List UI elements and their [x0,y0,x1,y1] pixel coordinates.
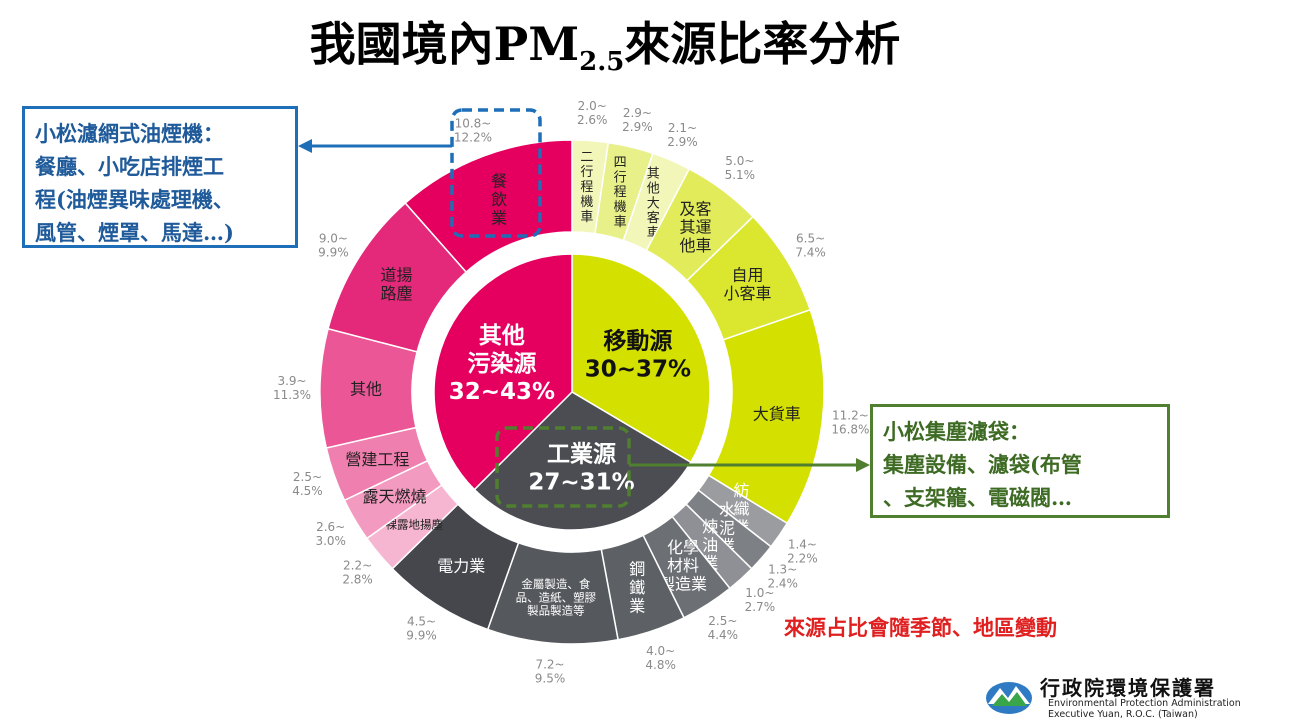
seasonal-note: 來源占比會隨季節、地區變動 [784,615,1057,640]
outer-slice-label: 自用小客車 [724,266,772,303]
outer-slice-label: 裸露地揚塵 [386,518,444,532]
callout-line: 小松集塵濾袋： [883,419,1030,444]
outer-slice-label: 道揚路塵 [380,266,412,303]
callout-line: 、支架籠、電磁閥… [883,485,1072,510]
logo-name-en-2: Executive Yuan, R.O.C. (Taiwan) [1048,709,1198,720]
callout-line: 風管、煙罩、馬達…) [35,220,234,245]
outer-slice-label: 四行程機車 [614,155,627,230]
callout-line: 餐廳、小吃店排煙工 [35,154,224,179]
callout-line: 集塵設備、濾袋(布管 [883,452,1082,477]
outer-slice-range: 2.9~2.9% [622,106,653,134]
outer-slice-label: 大貨車 [753,405,801,424]
outer-slice-range: 2.6~3.0% [315,520,346,548]
logo-name-en: Environmental Protection Administration [1048,698,1241,709]
outer-slice-range: 2.0~2.6% [577,99,608,127]
outer-slice-label: 電力業 [437,556,485,575]
inner-slice [571,253,711,464]
outer-slice-range: 5.0~5.1% [725,154,756,182]
outer-slice-label: 其他 [350,380,382,399]
left-arrowhead-icon [298,139,312,153]
outer-slice-label: 營建工程 [345,450,409,469]
callout-dust-collection: 小松集塵濾袋： 集塵設備、濾袋(布管 、支架籠、電磁閥… [870,404,1170,518]
outer-slice-range: 4.5~9.9% [406,614,437,642]
outer-slice-label: 餐飲業 [491,172,507,228]
outer-slice-range: 2.1~2.9% [667,121,698,149]
epa-emblem-icon [986,682,1032,714]
outer-slice-range: 10.8~12.2% [454,116,492,144]
inner-slice [473,391,692,531]
outer-slice-range: 11.2~16.8% [831,408,869,436]
outer-slice-range: 7.2~9.5% [535,657,566,685]
outer-slice-range: 1.0~2.7% [745,586,776,614]
inner-slice [433,253,573,491]
outer-slice-label: 露天燃燒 [362,487,426,506]
restaurant-highlight [450,108,542,238]
outer-slice-label: 鋼鐵業 [629,560,645,616]
outer-slice-label: 及客其運他車 [679,199,711,255]
outer-slice [404,139,573,274]
callout-line: 小松濾網式油煙機： [35,121,224,146]
outer-slice-label: 二行程機車 [580,150,593,225]
outer-slice-range: 1.4~2.2% [787,537,818,565]
logo-name-zh: 行政院環境保護署 [1040,676,1216,700]
outer-slice-range: 6.5~7.4% [795,232,826,260]
outer-slice-range: 9.0~9.9% [318,232,349,260]
right-arrowhead-icon [856,458,870,472]
outer-slice-range: 1.3~2.4% [767,563,798,591]
outer-slice-range: 2.5~4.4% [708,614,739,642]
outer-slice-range: 2.2~2.8% [342,558,373,586]
industry-highlight [495,426,631,508]
outer-slice-label: 金屬製造、食品、造紙、塑膠製品製造等 [516,577,597,617]
outer-slice-label: 化學材料製造業 [659,538,707,594]
outer-slice-range: 3.9~11.3% [273,374,311,402]
epa-logo: 行政院環境保護署 Environmental Protection Admini… [984,672,1284,720]
outer-slice-range: 2.5~4.5% [292,470,323,498]
outer-slice-range: 4.0~4.8% [645,644,676,672]
page-title: 我國境內PM2.5來源比率分析 [309,17,901,78]
callout-restaurant-equipment: 小松濾網式油煙機： 餐廳、小吃店排煙工 程(油煙異味處理機、 風管、煙罩、馬達…… [22,106,298,248]
callout-line: 程(油煙異味處理機、 [35,187,234,212]
